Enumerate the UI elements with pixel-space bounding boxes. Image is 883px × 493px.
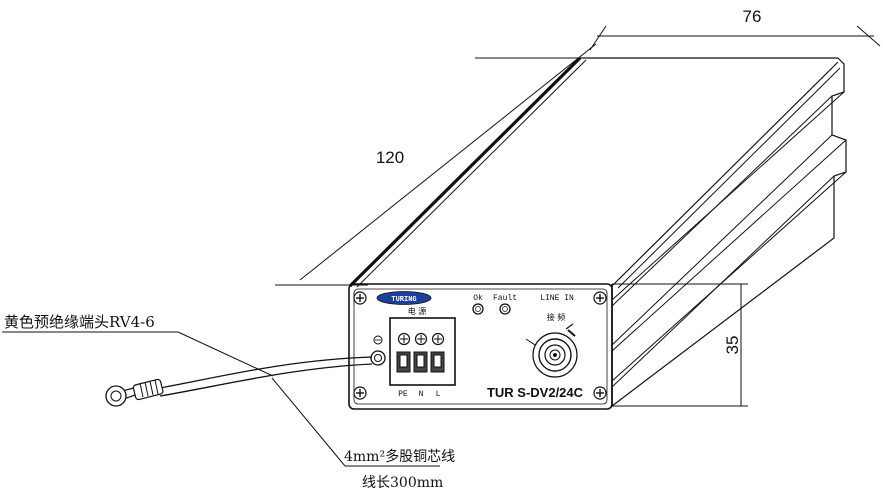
ring-lug-icon	[105, 378, 164, 407]
length-dimension: 120	[275, 43, 597, 286]
brand-logo: TURING	[376, 291, 432, 305]
wire-spec-callout: 4mm²多股铜芯线	[344, 448, 455, 465]
line-in-label: LINE IN	[540, 294, 574, 303]
width-dimension: 76	[589, 7, 881, 51]
screw-icon	[353, 291, 367, 305]
length-dimension-label: 120	[376, 148, 404, 167]
wire-length-callout: 线长300mm	[362, 475, 443, 491]
terminal-screw-icon	[397, 332, 411, 346]
ground-stud	[370, 335, 386, 366]
ground-cable	[159, 356, 373, 397]
front-panel	[348, 283, 613, 410]
width-dimension-label: 76	[743, 7, 762, 26]
model-name: TUR S-DV2/24C	[487, 385, 584, 400]
height-dimension-label: 35	[723, 336, 742, 355]
power-terminal-block	[389, 317, 456, 386]
terminal-screw-icon	[431, 332, 445, 346]
callout-leaders	[2, 331, 440, 467]
enclosure-body	[348, 56, 847, 407]
screw-icon	[593, 291, 607, 305]
brand-logo-text: TURING	[391, 296, 416, 304]
panel-screws	[353, 291, 607, 400]
lug-callout: 黄色预绝缘端头RV4-6	[4, 313, 155, 331]
ok-led-icon	[472, 303, 484, 315]
line-in-cn-label: 接 频	[547, 312, 566, 322]
terminal-label-l: L	[436, 390, 441, 399]
led-label-fault: Fault	[493, 294, 517, 303]
fault-led-icon	[499, 303, 511, 315]
screw-icon	[593, 386, 607, 400]
terminal-label-n: N	[419, 390, 424, 399]
led-label-ok: Ok	[473, 294, 483, 303]
screw-icon	[353, 386, 367, 400]
terminal-screw-icon	[414, 332, 428, 346]
height-dimension: 35	[612, 283, 748, 407]
terminal-label-pe: PE	[398, 390, 408, 399]
bnc-connector-icon	[525, 323, 578, 378]
power-label: 电 源	[408, 306, 427, 316]
